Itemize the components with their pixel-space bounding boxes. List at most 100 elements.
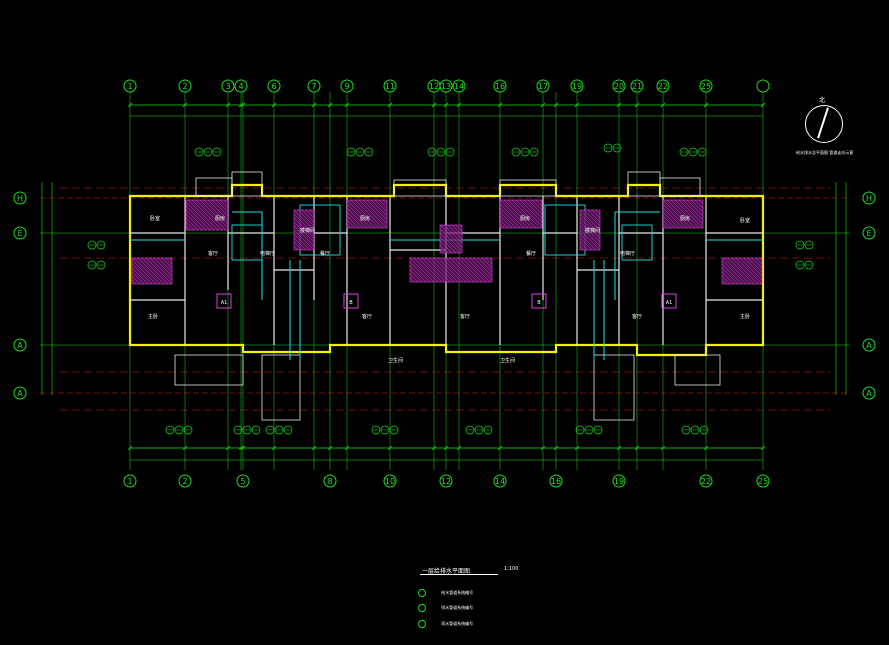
room-label: 客厅: [460, 313, 470, 320]
dim-tick: [703, 102, 709, 108]
pipe-tag: [584, 425, 594, 435]
pipe-tag: [203, 147, 213, 157]
dim-tick: [760, 102, 766, 108]
pipe-tag: [364, 147, 374, 157]
dim-tick: [431, 102, 437, 108]
dim-tick: [127, 445, 133, 451]
unit-label: B: [349, 300, 353, 306]
pipes: [87, 143, 814, 435]
axis-bubble-right-label: E: [866, 229, 871, 238]
hatch-line: [297, 209, 315, 227]
axis-bubble-top-label: 2: [182, 82, 187, 91]
hatch-line: [579, 221, 601, 243]
axis-bubble-top: [439, 79, 453, 93]
room-label: 厨房: [520, 215, 530, 222]
dim-tick: [238, 102, 244, 108]
hatch-fill: [346, 199, 388, 229]
hatch-line: [449, 257, 475, 283]
hatch-line: [523, 199, 543, 219]
axis-bubble-top-label: 20: [614, 82, 624, 91]
axis-bubble-top: [123, 79, 137, 93]
hatch-line: [441, 257, 467, 283]
hatch-line: [457, 257, 483, 283]
axis-bubble-top-label: 6: [271, 82, 276, 91]
dim-tick: [574, 445, 580, 451]
hatch-line: [499, 219, 509, 229]
pipe-tag: [511, 147, 521, 157]
axis-bubble-left: [13, 191, 27, 205]
hatch-line: [131, 259, 157, 285]
axis-bubble-bottom-label: 16: [551, 477, 561, 486]
room-label: 客厅: [362, 313, 372, 320]
hatch-line: [721, 275, 731, 285]
hatch-line: [579, 245, 585, 251]
hatch: [662, 199, 704, 229]
unit-box: [343, 293, 359, 309]
axis-bubble-bottom: [493, 474, 507, 488]
hatch-line: [346, 219, 356, 229]
hatch-fill: [721, 257, 763, 285]
hatch-line: [133, 257, 161, 285]
hatch-line: [579, 217, 601, 239]
hatch-line: [346, 199, 376, 229]
unit-label: A1: [666, 300, 673, 306]
balcony: [593, 354, 635, 421]
axis-bubble-bottom-label: 14: [495, 477, 505, 486]
axis-bubble-right: [862, 226, 876, 240]
bay: [499, 179, 557, 197]
bay: [195, 177, 233, 197]
hatch-line: [579, 213, 601, 235]
pipe-tag: [445, 147, 455, 157]
hatch-line: [185, 217, 199, 231]
hatch-line: [531, 199, 543, 211]
hatch-line: [219, 199, 229, 209]
dim-tick: [311, 102, 317, 108]
hatch-line: [131, 263, 153, 285]
pipe-tag: [699, 425, 709, 435]
pipe-tag: [165, 425, 175, 435]
axis-bubble-left-label: A: [17, 389, 23, 398]
hatch-line: [433, 257, 459, 283]
hatch-line: [293, 241, 303, 251]
bay: [627, 171, 661, 197]
dim-tick: [634, 102, 640, 108]
hatch-line: [759, 257, 763, 261]
dim-tick: [311, 445, 317, 451]
hatch-line: [499, 207, 521, 229]
dim-tick: [240, 445, 246, 451]
hatch-line: [346, 211, 364, 229]
hatch: [185, 199, 229, 231]
room-label: 主卧: [740, 313, 750, 320]
pipe-tag: [690, 425, 700, 435]
hatch-line: [439, 224, 463, 248]
axis-bubble-top: [267, 79, 281, 93]
hatch-line: [579, 237, 593, 251]
axis-bubble-top-label: 4: [238, 82, 243, 91]
hatch-line: [309, 209, 315, 215]
hatch-line: [157, 257, 173, 273]
hatch-line: [366, 199, 388, 221]
hatch-line: [662, 203, 688, 229]
hatch-line: [370, 199, 388, 217]
hatch-line: [678, 199, 704, 225]
hatch-line: [223, 199, 229, 205]
dim-tick: [387, 102, 393, 108]
hatch-line: [690, 199, 704, 213]
pipe-tag: [346, 147, 356, 157]
axis-bubble-bottom-label: 8: [327, 477, 332, 486]
pipe-tag: [87, 240, 97, 250]
hatch-line: [149, 257, 173, 281]
hatch-line: [723, 257, 751, 285]
dim-tick: [497, 102, 503, 108]
axis-bubble-left: [13, 386, 27, 400]
axis-bubble-right-label: H: [866, 194, 872, 203]
axis-bubble-bottom: [323, 474, 337, 488]
pipe-tag: [355, 147, 365, 157]
hatch-line: [662, 215, 676, 229]
hatch-areas: [131, 199, 763, 285]
dim-tick: [182, 102, 188, 108]
dim-tick: [271, 445, 277, 451]
hatch-line: [721, 279, 727, 285]
hatch-line: [305, 209, 315, 219]
axis-bubble-bottom: [756, 474, 770, 488]
